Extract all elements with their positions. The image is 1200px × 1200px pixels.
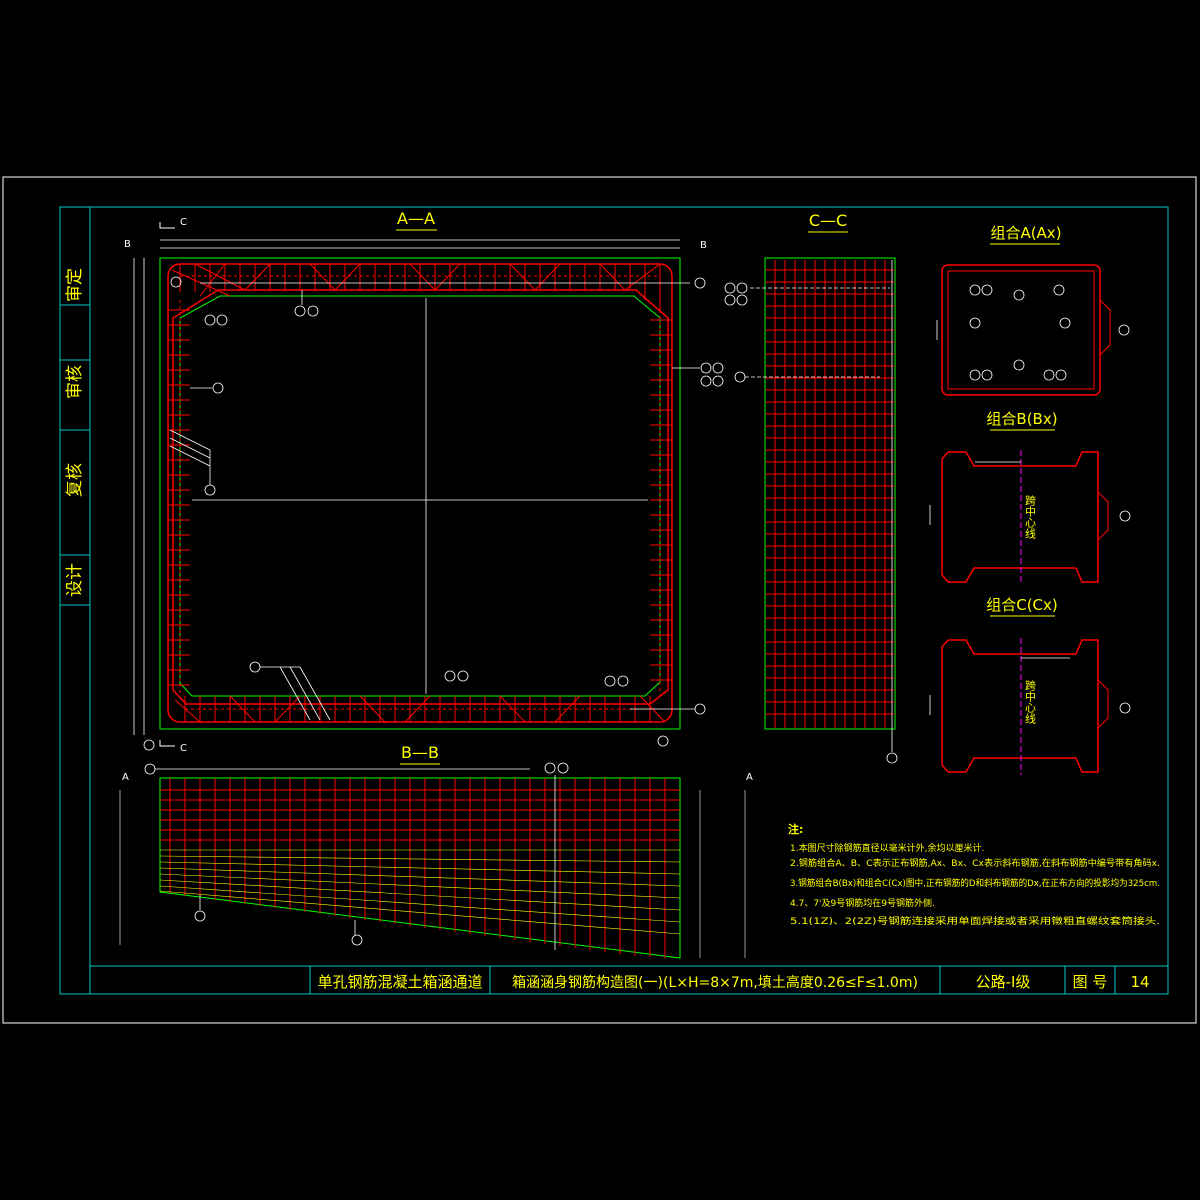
note-line-2: 2.钢筋组合A、B、C表示正布钢筋,Ax、Bx、Cx表示斜布钢筋,在斜布钢筋中编… <box>790 857 1160 869</box>
bb-rebar-grid <box>160 778 680 958</box>
note-line-3: 3.钢筋组合B(Bx)和组合C(Cx)图中,正布钢筋的D和斜布钢筋的Dx,在正布… <box>790 877 1160 889</box>
aa-callouts <box>143 276 724 751</box>
box-inner-opening <box>179 295 661 697</box>
section-cc-title: C—C <box>809 211 847 230</box>
notes-heading: 注: <box>788 822 803 836</box>
sheet-label: 图 号 <box>1073 973 1108 991</box>
bottom-slab-stirrups <box>174 695 666 723</box>
cc-rebar-grid <box>765 260 895 728</box>
load-grade: 公路-I级 <box>976 973 1031 991</box>
combo-a: 组合A(Ax) <box>936 224 1130 396</box>
outer-rebar-loop <box>167 263 673 723</box>
sheet-frame <box>2 176 1197 1024</box>
combo-b-center-label: 跨中心线 <box>1024 495 1037 539</box>
bb-slab-outline <box>159 777 681 959</box>
combo-b: 组合B(Bx) 跨中心线 <box>929 410 1131 585</box>
approve-label: 审定 <box>65 268 85 302</box>
review-label: 审核 <box>65 365 85 399</box>
design-label: 设计 <box>65 563 85 597</box>
title-block: 单孔钢筋混凝土箱涵通道 箱涵涵身钢筋构造图(一)(L×H=8×7m,填土高度0.… <box>90 965 1168 994</box>
inner-rebar-loop <box>172 289 669 705</box>
left-strip: 审定 审核 复核 设计 <box>60 268 90 606</box>
combo-c-center-label: 跨中心线 <box>1024 680 1037 724</box>
note-line-1: 1.本图尺寸除钢筋直径以毫米计外,余均以厘米计. <box>790 842 984 854</box>
right-wall-stirrups <box>650 310 672 695</box>
c-marker-top: C <box>180 217 187 228</box>
c-marker-bottom: C <box>180 743 187 754</box>
b-marker-left: B <box>124 239 131 250</box>
section-bb: B—B A A <box>119 743 753 959</box>
cc-wall-outline <box>764 257 896 730</box>
section-bb-title: B—B <box>401 743 439 762</box>
section-cc: C—C <box>724 211 898 764</box>
note-line-4: 4.7、7'及9号钢筋均在9号钢筋外侧. <box>790 897 935 909</box>
box-outer-wall <box>159 257 681 730</box>
combo-a-outline <box>941 264 1101 396</box>
left-wall-stirrups <box>168 300 190 695</box>
top-slab-stirrups <box>171 263 661 310</box>
drawing-title: 箱涵涵身钢筋构造图(一)(L×H=8×7m,填土高度0.26≤F≤1.0m) <box>512 974 918 991</box>
bb-callouts <box>119 762 746 958</box>
section-aa: A—A C C B B <box>124 209 724 754</box>
check-label: 复核 <box>65 463 85 497</box>
combo-c-outline <box>941 639 1099 773</box>
section-aa-title: A—A <box>397 209 435 228</box>
combo-a-title: 组合A(Ax) <box>990 224 1061 242</box>
sheet-number: 14 <box>1130 973 1149 991</box>
bb-skew-bars <box>159 849 681 935</box>
combo-c: 组合C(Cx) 跨中心线 <box>929 596 1131 775</box>
a-marker-right: A <box>746 772 753 783</box>
combo-b-title: 组合B(Bx) <box>986 410 1057 428</box>
cc-callouts <box>724 260 898 764</box>
b-marker-right: B <box>700 240 707 251</box>
note-line-5: 5.1(1Z)、2(2Z)号钢筋连接采用单面焊接或者采用镦粗直螺纹套筒接头. <box>790 915 1160 927</box>
a-marker-left: A <box>122 772 129 783</box>
combo-b-outline <box>941 451 1099 583</box>
drawing-border <box>59 206 1169 995</box>
notes: 注: 1.本图尺寸除钢筋直径以毫米计外,余均以厘米计. 2.钢筋组合A、B、C表… <box>788 822 1160 927</box>
project-name: 单孔钢筋混凝土箱涵通道 <box>317 973 482 991</box>
combo-c-title: 组合C(Cx) <box>986 596 1058 614</box>
